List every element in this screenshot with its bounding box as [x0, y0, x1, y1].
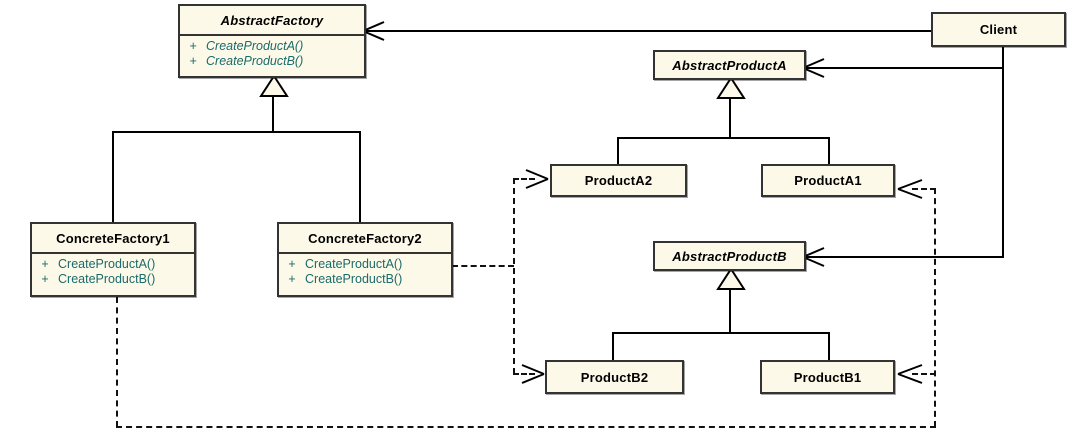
generalization-branch-concretefactory2 — [359, 131, 361, 223]
operation-signature: CreateProductA() — [305, 257, 403, 271]
class-title-concrete-factory-1: ConcreteFactory1 — [56, 230, 170, 246]
dependency-cf1-bottom-line — [116, 426, 936, 428]
operation-visibility: + — [41, 272, 49, 286]
class-title-product-a1: ProductA1 — [794, 173, 862, 188]
operation-visibility: + — [288, 272, 296, 286]
dependency-producta1-arrowhead — [897, 179, 923, 199]
operation-signature: CreateProductB() — [58, 272, 156, 286]
class-box-product-a2[interactable]: ProductA2 — [550, 164, 687, 197]
generalization-trunk-abstractproductb — [729, 288, 731, 333]
class-compartment-divider — [32, 252, 194, 254]
assoc-client-abstractproductb-arrowhead — [802, 247, 825, 267]
generalization-branch-producta2 — [617, 137, 619, 165]
operation-signature: CreateProductA() — [206, 39, 304, 53]
class-box-product-a1[interactable]: ProductA1 — [761, 164, 895, 197]
generalization-branch-productb1 — [828, 332, 830, 361]
dependency-cf2-producta2-line — [513, 178, 535, 180]
class-title-concrete-factory-2: ConcreteFactory2 — [308, 230, 422, 246]
class-box-concrete-factory-1[interactable]: ConcreteFactory1 + CreateProductA() + Cr… — [30, 222, 196, 297]
dependency-cf1-productb1-line — [912, 373, 936, 375]
dependency-producta2-arrowhead — [525, 169, 549, 189]
dependency-cf1-producta1-line — [912, 188, 936, 190]
operation-signature: CreateProductB() — [305, 272, 403, 286]
operation-row: + CreateProductB() — [279, 272, 451, 287]
dependency-cf2-productb2-line — [513, 373, 535, 375]
dependency-productb2-arrowhead — [521, 364, 545, 384]
dependency-cf1-vertical — [116, 297, 118, 427]
class-box-abstract-product-a[interactable]: AbstractProductA — [653, 50, 806, 80]
generalization-branch-producta1 — [828, 137, 830, 165]
class-compartment-divider — [279, 252, 451, 254]
class-operations-concrete-factory-2: + CreateProductA() + CreateProductB() — [279, 254, 451, 291]
operation-signature: CreateProductB() — [206, 54, 304, 68]
class-box-abstract-factory[interactable]: AbstractFactory + CreateProductA() + Cre… — [178, 4, 366, 78]
class-title-product-b1: ProductB1 — [793, 369, 862, 385]
dependency-cf2-stub — [452, 265, 514, 267]
operation-row: + CreateProductB() — [32, 272, 194, 287]
class-box-client[interactable]: Client — [931, 12, 1066, 47]
assoc-client-abstractproducta-line — [806, 67, 1004, 69]
operation-visibility: + — [189, 39, 197, 53]
generalization-bar-productb — [612, 332, 830, 334]
assoc-client-abstractproductb-line — [806, 256, 1004, 258]
operation-row: + CreateProductA() — [180, 39, 364, 54]
generalization-bar-producta — [617, 137, 830, 139]
operation-signature: CreateProductA() — [58, 257, 156, 271]
class-box-product-b1[interactable]: ProductB1 — [760, 360, 895, 394]
class-title-abstract-product-a: AbstractProductA — [672, 57, 787, 73]
generalization-branch-concretefactory1 — [112, 131, 114, 223]
dependency-productb1-arrowhead — [897, 364, 923, 384]
generalization-triangle-abstractproductb — [716, 268, 746, 290]
generalization-trunk-abstractfactory — [272, 95, 274, 133]
operation-visibility: + — [288, 257, 296, 271]
class-box-concrete-factory-2[interactable]: ConcreteFactory2 + CreateProductA() + Cr… — [277, 222, 453, 297]
operation-row: + CreateProductA() — [279, 257, 451, 272]
class-operations-abstract-factory: + CreateProductA() + CreateProductB() — [180, 36, 364, 73]
class-title-product-b2: ProductB2 — [580, 369, 649, 385]
operation-row: + CreateProductA() — [32, 257, 194, 272]
class-title-product-a2: ProductA2 — [584, 173, 653, 188]
class-title-abstract-product-b: AbstractProductB — [672, 248, 787, 264]
operation-visibility: + — [189, 54, 197, 68]
class-compartment-divider — [180, 34, 364, 36]
dependency-cf2-vertical — [513, 178, 515, 374]
operation-visibility: + — [41, 257, 49, 271]
generalization-triangle-abstractfactory — [259, 75, 289, 97]
generalization-triangle-abstractproducta — [716, 77, 746, 99]
assoc-client-abstractfactory-arrowhead — [362, 21, 385, 41]
class-operations-concrete-factory-1: + CreateProductA() + CreateProductB() — [32, 254, 194, 291]
class-title-client: Client — [979, 22, 1018, 37]
assoc-client-abstractfactory-line — [366, 30, 932, 32]
class-title-abstract-factory: AbstractFactory — [220, 12, 324, 28]
class-box-product-b2[interactable]: ProductB2 — [545, 360, 684, 394]
operation-row: + CreateProductB() — [180, 54, 364, 69]
generalization-bar-factories — [112, 131, 361, 133]
assoc-client-abstractproducta-arrowhead — [802, 58, 825, 78]
dependency-cf1-right-vertical — [934, 188, 936, 427]
generalization-branch-productb2 — [612, 332, 614, 361]
class-box-abstract-product-b[interactable]: AbstractProductB — [653, 241, 806, 271]
assoc-client-vertical-trunk — [1002, 46, 1004, 257]
generalization-trunk-abstractproducta — [729, 97, 731, 138]
